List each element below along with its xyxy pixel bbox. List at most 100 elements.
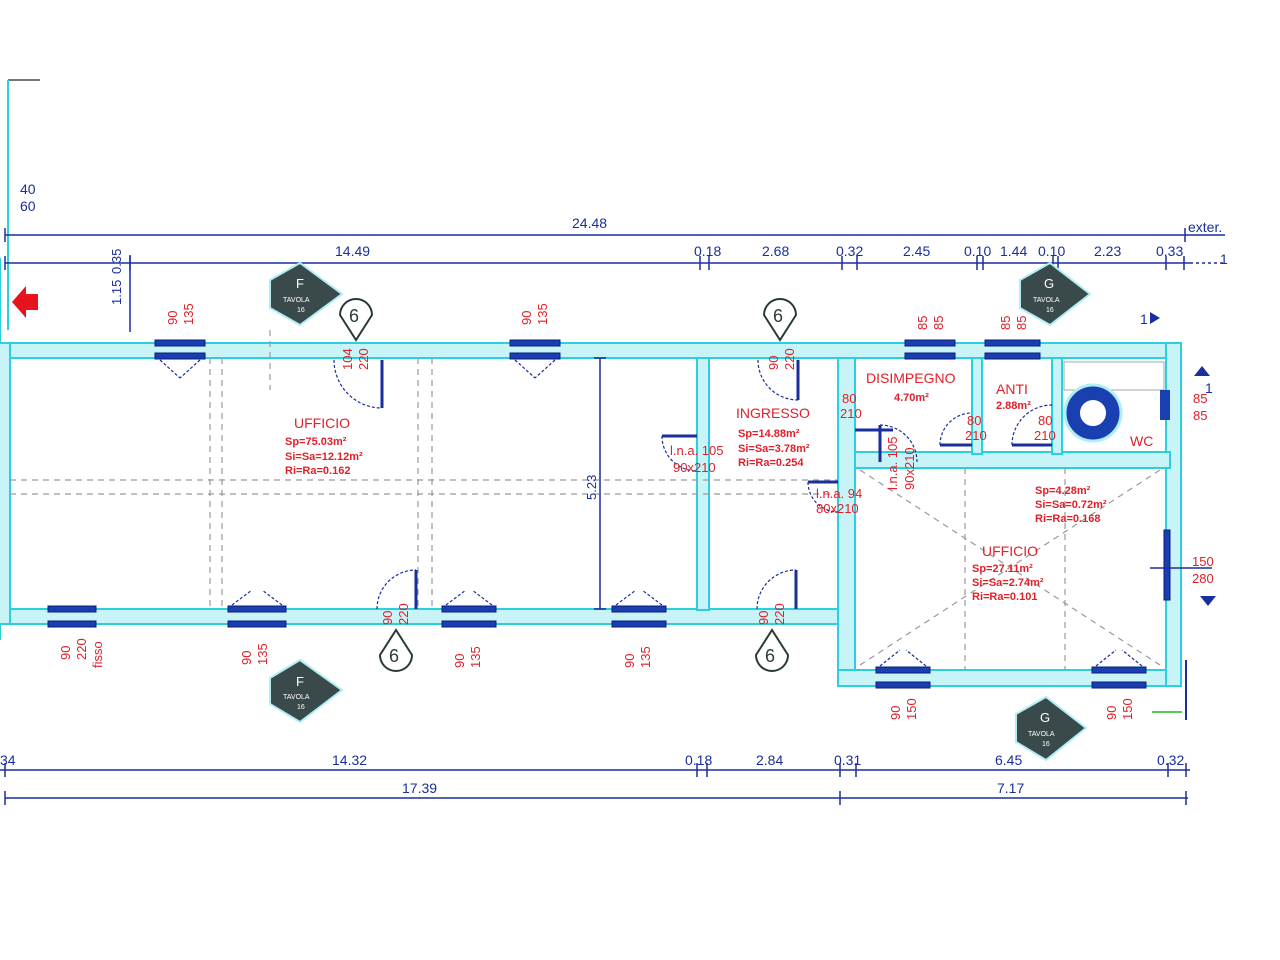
top-dim-3: 2.68 [762, 243, 789, 259]
svg-text:210: 210 [1034, 428, 1056, 443]
top-dim-4: 0.32 [836, 243, 863, 259]
svg-text:135: 135 [255, 643, 270, 665]
svg-text:220: 220 [772, 603, 787, 625]
room-disimpegno: DISIMPEGNO 4.70m² [866, 370, 956, 404]
svg-text:90: 90 [766, 356, 781, 370]
window-right-1: 85 85 1 [1193, 366, 1213, 423]
top-dim-9: 2.23 [1094, 243, 1121, 259]
svg-text:Si=Sa=3.78m²: Si=Sa=3.78m² [738, 443, 810, 455]
door-ina-3: l.n.a. 94 80x210 [807, 480, 862, 516]
bottom-dim-7: 0.32 [1157, 752, 1184, 768]
svg-text:90: 90 [239, 651, 254, 665]
svg-text:ANTI: ANTI [996, 381, 1028, 397]
exter-label: exter. [1188, 219, 1222, 235]
svg-text:2.88m²: 2.88m² [996, 400, 1031, 412]
svg-text:Ri=Ra=0.168: Ri=Ra=0.168 [1035, 513, 1100, 525]
svg-text:90: 90 [888, 706, 903, 720]
svg-text:6: 6 [765, 646, 775, 666]
svg-text:16: 16 [1046, 307, 1054, 314]
svg-text:85: 85 [931, 316, 946, 330]
svg-text:90: 90 [519, 311, 534, 325]
svg-text:210: 210 [840, 406, 862, 421]
room-wc-data: Sp=4.28m² Si=Sa=0.72m² Ri=Ra=0.168 [1035, 485, 1107, 525]
top-dim-8: 0.10 [1038, 243, 1065, 259]
svg-text:150: 150 [1192, 554, 1214, 569]
svg-text:220: 220 [356, 348, 371, 370]
svg-text:150: 150 [904, 698, 919, 720]
svg-text:135: 135 [468, 646, 483, 668]
window-bottom-2: 90 135 [227, 589, 287, 665]
bottom-dim-5: 0.31 [834, 752, 861, 768]
svg-text:85: 85 [1193, 408, 1207, 423]
svg-text:fisso: fisso [90, 641, 105, 668]
svg-text:TAVOLA: TAVOLA [283, 694, 310, 701]
svg-text:G: G [1040, 710, 1050, 725]
vert-dim-b: 0.35 [109, 249, 124, 274]
svg-text:80x210: 80x210 [816, 501, 859, 516]
svg-text:104: 104 [340, 348, 355, 370]
svg-text:80: 80 [842, 391, 856, 406]
svg-text:Sp=75.03m²: Sp=75.03m² [285, 436, 347, 448]
section-marker-f-bottom: F TAVOLA 16 [269, 658, 344, 724]
svg-text:90: 90 [622, 654, 637, 668]
svg-text:85: 85 [915, 316, 930, 330]
room-ufficio-2: UFFICIO Sp=27.11m² Si=Sa=2.74m² Ri=Ra=0.… [972, 543, 1044, 603]
svg-text:135: 135 [535, 303, 550, 325]
bottom-total-2: 7.17 [997, 780, 1024, 796]
svg-text:TAVOLA: TAVOLA [1028, 731, 1055, 738]
window-right-2: 150 280 [1150, 529, 1216, 606]
top-dim-2: 0.18 [694, 243, 721, 259]
level-mark-far-right: 1 [1205, 380, 1213, 396]
svg-text:16: 16 [297, 307, 305, 314]
svg-text:85: 85 [1193, 391, 1207, 406]
svg-text:90x210: 90x210 [902, 447, 917, 490]
svg-text:80: 80 [1038, 413, 1052, 428]
top-dim-1: 14.49 [335, 243, 370, 259]
svg-text:UFFICIO: UFFICIO [982, 543, 1038, 559]
svg-text:6: 6 [773, 306, 783, 326]
bottom-dim-4: 2.84 [756, 752, 783, 768]
level-mark-right: 1 [1140, 311, 1160, 327]
svg-text:Ri=Ra=0.254: Ri=Ra=0.254 [738, 457, 804, 469]
svg-text:90: 90 [58, 646, 73, 660]
svg-text:Si=Sa=12.12m²: Si=Sa=12.12m² [285, 451, 363, 463]
window-bottom-fisso: 90 220 fisso [47, 605, 105, 668]
svg-text:16: 16 [297, 704, 305, 711]
svg-text:85: 85 [1014, 316, 1029, 330]
svg-text:Si=Sa=0.72m²: Si=Sa=0.72m² [1035, 499, 1107, 511]
svg-text:135: 135 [181, 303, 196, 325]
window-bottom-5: 90 135 [611, 589, 667, 668]
door-disimpegno: 80 210 [840, 391, 893, 432]
top-dim-7: 1.44 [1000, 243, 1027, 259]
marker-6-top-2: 6 [762, 298, 798, 342]
svg-text:Ri=Ra=0.162: Ri=Ra=0.162 [285, 465, 350, 477]
bottom-dim-2: 14.32 [332, 752, 367, 768]
room-ufficio-1: UFFICIO Sp=75.03m² Si=Sa=12.12m² Ri=Ra=0… [285, 415, 363, 477]
top-dim-5: 2.45 [903, 243, 930, 259]
height-dim: 5.23 [584, 475, 599, 500]
svg-text:UFFICIO: UFFICIO [294, 415, 350, 431]
svg-text:DISIMPEGNO: DISIMPEGNO [866, 370, 956, 386]
door-top-2: 90 220 [757, 348, 800, 401]
room-ingresso: INGRESSO Sp=14.88m² Si=Sa=3.78m² Ri=Ra=0… [736, 405, 810, 469]
svg-text:Ri=Ra=0.101: Ri=Ra=0.101 [972, 591, 1037, 603]
svg-text:F: F [296, 276, 304, 291]
side-dim-bottom: 60 [20, 198, 36, 214]
svg-text:TAVOLA: TAVOLA [1033, 297, 1060, 304]
marker-6-bottom-1: 6 [378, 628, 414, 672]
svg-text:150: 150 [1120, 698, 1135, 720]
svg-text:80: 80 [967, 413, 981, 428]
door-bottom-6: 90 220 [756, 569, 798, 625]
bottom-dim-3: 0.18 [685, 752, 712, 768]
section-marker-g-bottom: G TAVOLA 16 [1015, 695, 1088, 762]
door-anti: 80 210 [939, 412, 987, 447]
marker-6-bottom-2: 6 [754, 628, 790, 672]
vert-dim-a: 1.15 [109, 280, 124, 305]
section-marker-f-top: F TAVOLA 16 [269, 261, 344, 327]
bottom-total-1: 17.39 [402, 780, 437, 796]
svg-text:4.70m²: 4.70m² [894, 392, 929, 404]
svg-text:90: 90 [165, 311, 180, 325]
svg-text:90: 90 [452, 654, 467, 668]
window-top-1: 90 135 [154, 303, 206, 379]
